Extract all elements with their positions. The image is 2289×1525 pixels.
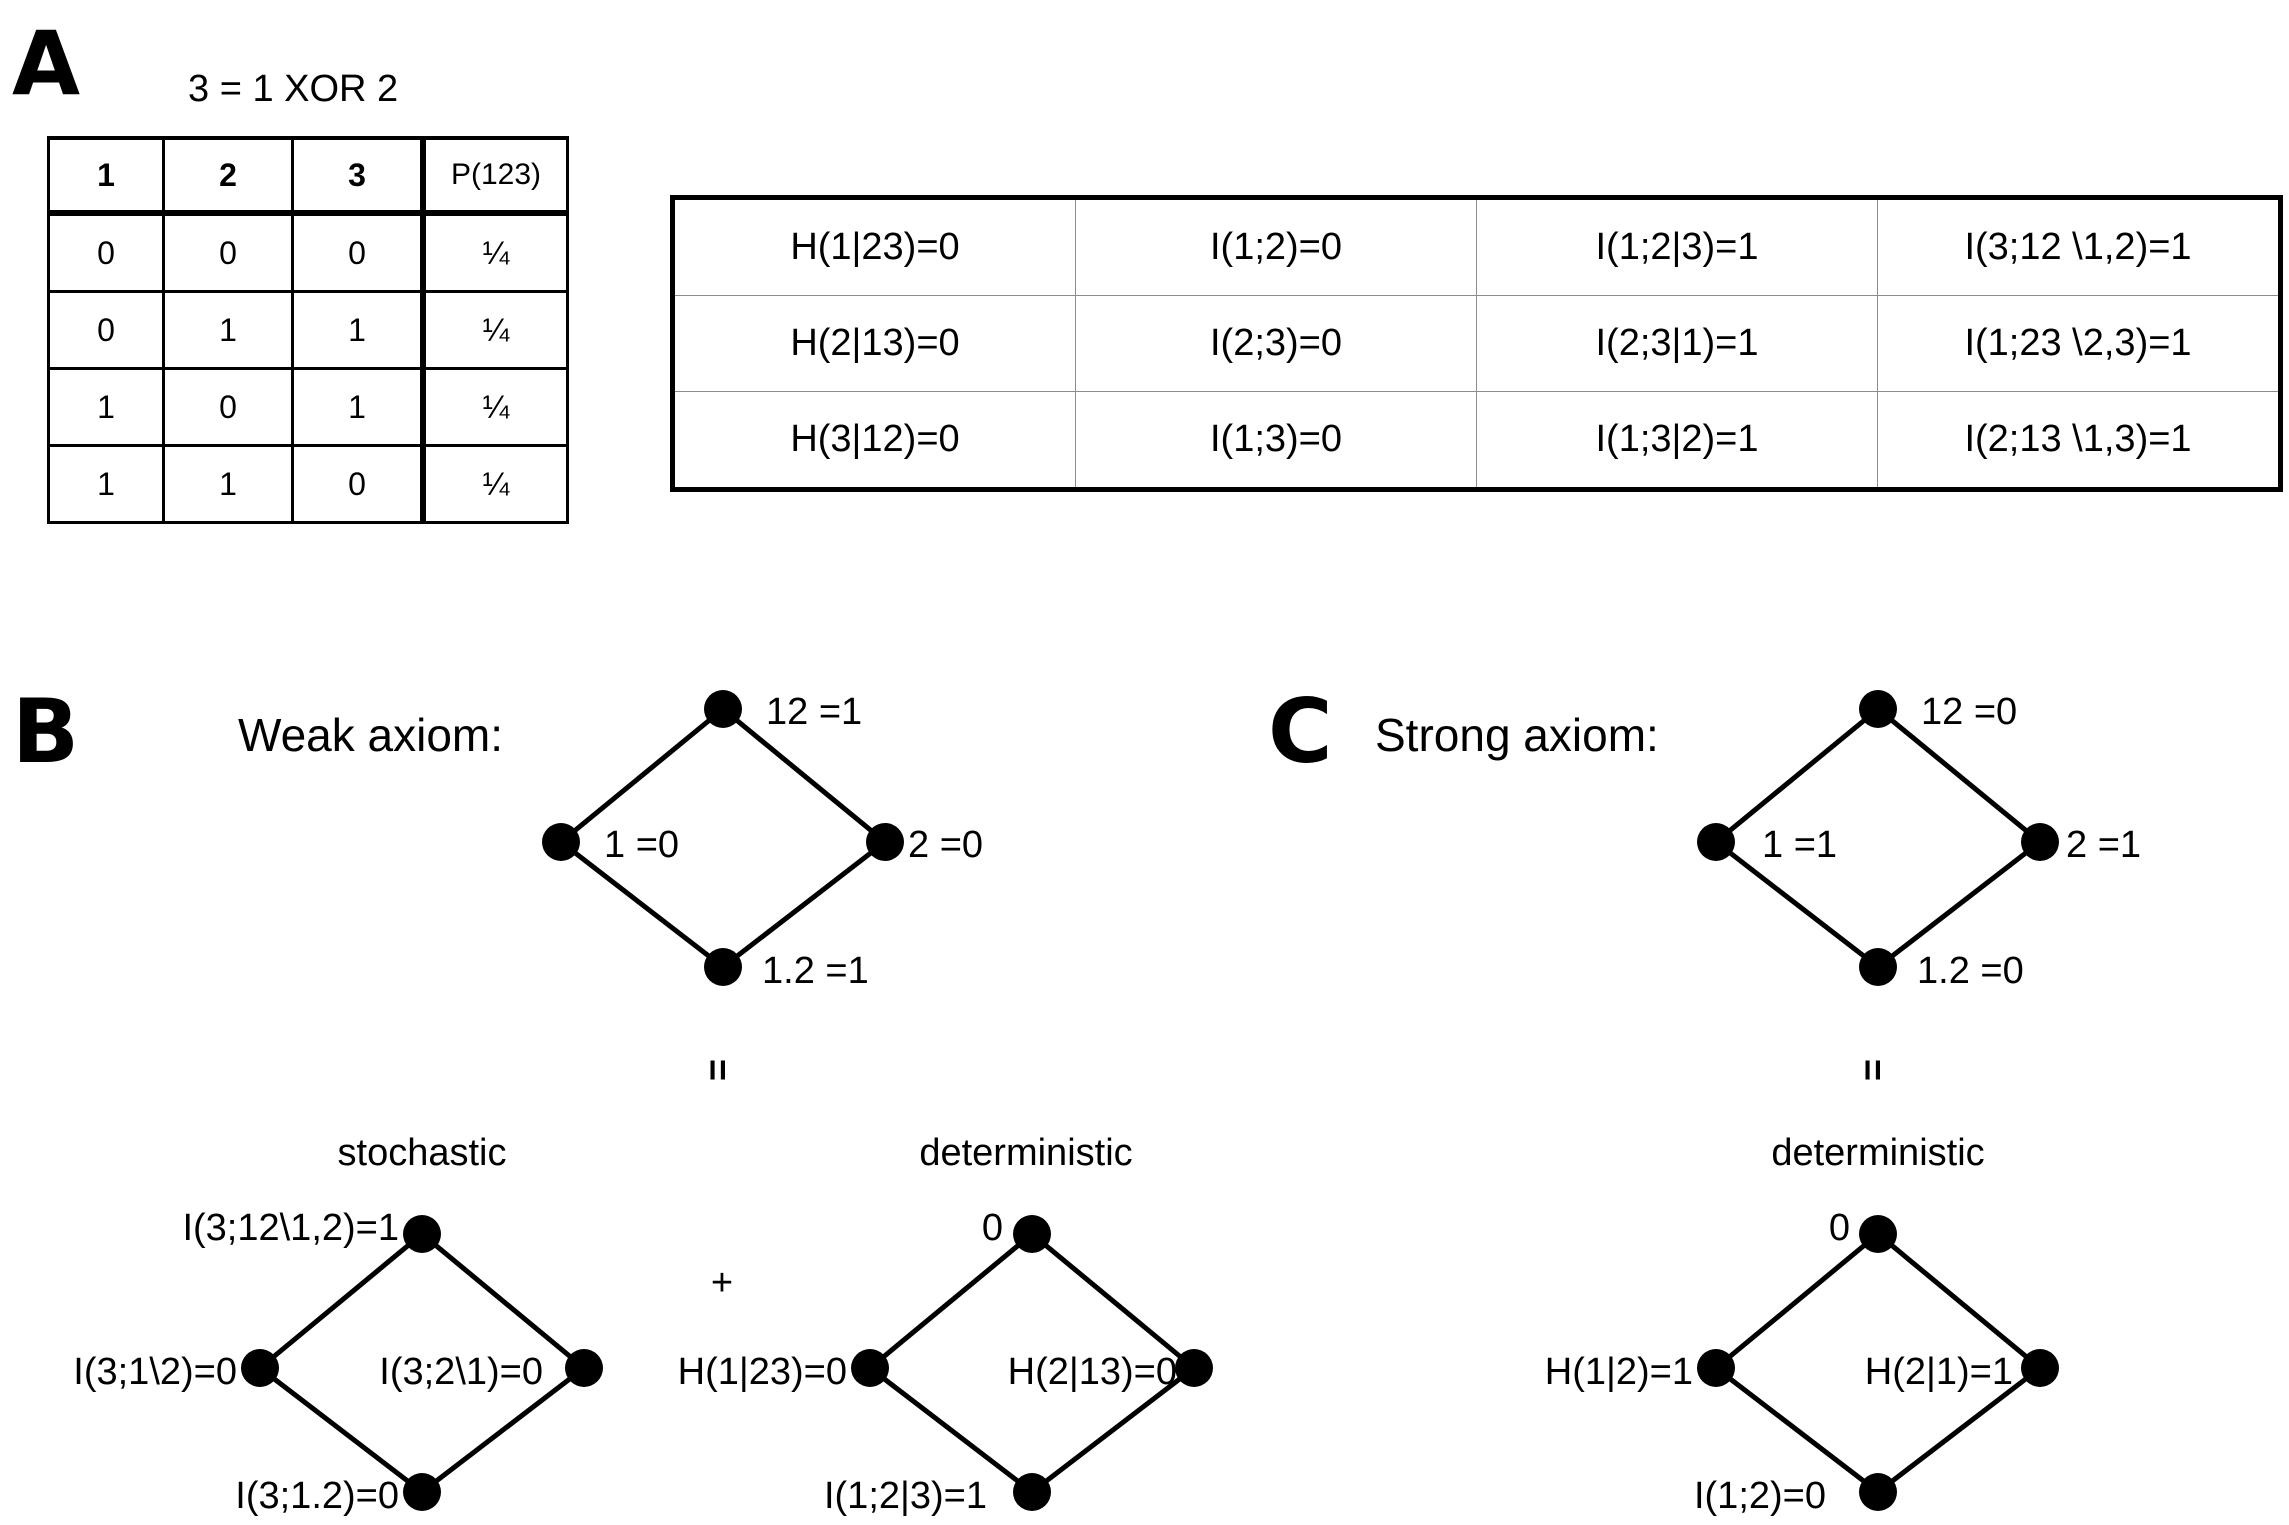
truth-probability-cell: ¼ [420, 290, 569, 370]
truth-cell: 0 [162, 367, 294, 447]
stochastic-top-label: I(3;12\1,2)=1 [182, 1207, 399, 1249]
info-cell: I(1;2|3)=1 [1476, 197, 1878, 296]
truth-header-1: 1 [47, 136, 165, 216]
truth-cell: 1 [162, 444, 294, 524]
truth-table-row: 0 0 0 ¼ [47, 211, 569, 293]
panel-b-letter: B [12, 680, 80, 783]
lattice-node [403, 1473, 441, 1511]
lattice-node [1859, 948, 1897, 986]
truth-cell: 0 [291, 211, 425, 293]
truth-cell: 0 [47, 211, 165, 293]
panel-c-letter: C [1268, 680, 1333, 783]
weak-right-label: 2 =0 [908, 824, 983, 866]
information-table: H(1|23)=0 I(1;2)=0 I(1;2|3)=1 I(3;12 \1,… [670, 195, 2283, 492]
weak-left-label: 1 =0 [604, 824, 679, 866]
info-cell: I(2;13 \1,3)=1 [1877, 391, 2281, 490]
deterministic-b-top-label: 0 [982, 1207, 1003, 1249]
weak-axiom-title: Weak axiom: [238, 709, 504, 761]
truth-cell: 1 [47, 367, 165, 447]
truth-table-row: 0 1 1 ¼ [47, 290, 569, 370]
info-cell: I(2;3|1)=1 [1476, 295, 1878, 392]
deterministic-b-left-label: H(1|23)=0 [678, 1351, 847, 1393]
deterministic-c-right-label: H(2|1)=1 [1865, 1351, 2013, 1393]
truth-cell: 0 [47, 290, 165, 370]
lattice-node [1013, 1215, 1051, 1253]
stochastic-bottom-label: I(3;1.2)=0 [235, 1475, 399, 1517]
lattice-node [1697, 823, 1735, 861]
lattice-node [1859, 690, 1897, 728]
lattice-node [403, 1215, 441, 1253]
stochastic-label: stochastic [338, 1132, 507, 1174]
deterministic-c-left-label: H(1|2)=1 [1545, 1351, 1693, 1393]
lattice-node [866, 823, 904, 861]
info-cell: I(1;23 \2,3)=1 [1877, 295, 2281, 392]
stochastic-right-label: I(3;2\1)=0 [379, 1351, 543, 1393]
truth-table: 1 2 3 P(123) 0 0 0 ¼ 0 1 1 ¼ 1 0 1 ¼ 1 1… [47, 136, 569, 524]
lattice-node [2021, 1349, 2059, 1387]
info-cell: H(3|12)=0 [672, 391, 1076, 490]
deterministic-c-bottom-label: I(1;2)=0 [1694, 1475, 1826, 1517]
truth-cell: 1 [291, 367, 425, 447]
strong-axiom-title: Strong axiom: [1375, 709, 1659, 761]
info-cell: I(1;3|2)=1 [1476, 391, 1878, 490]
info-table-row: H(3|12)=0 I(1;3)=0 I(1;3|2)=1 I(2;13 \1,… [672, 391, 2281, 490]
truth-header-2: 2 [162, 136, 294, 216]
deterministic-b-bottom-label: I(1;2|3)=1 [824, 1475, 987, 1517]
weak-equals-sign: = [696, 1059, 738, 1081]
info-cell: I(3;12 \1,2)=1 [1877, 197, 2281, 296]
truth-probability-cell: ¼ [420, 211, 569, 293]
panel-a-letter: A [12, 12, 81, 115]
xor-relation-label: 3 = 1 XOR 2 [188, 68, 399, 110]
plus-sign: + [711, 1262, 733, 1304]
lattice-node [565, 1349, 603, 1387]
truth-header-probability: P(123) [420, 136, 569, 216]
truth-cell: 1 [291, 290, 425, 370]
lattice-node [704, 690, 742, 728]
truth-cell: 1 [47, 444, 165, 524]
truth-table-row: 1 0 1 ¼ [47, 367, 569, 447]
deterministic-c-label: deterministic [1771, 1132, 1984, 1174]
truth-cell: 0 [162, 211, 294, 293]
info-cell: H(2|13)=0 [672, 295, 1076, 392]
deterministic-c-top-label: 0 [1829, 1207, 1850, 1249]
lattice-node [1697, 1349, 1735, 1387]
lattice-node [542, 823, 580, 861]
lattice-node [2021, 823, 2059, 861]
strong-right-label: 2 =1 [2066, 824, 2141, 866]
truth-table-header-row: 1 2 3 P(123) [47, 136, 569, 216]
info-cell: I(1;2)=0 [1075, 197, 1477, 296]
lattice-node [1859, 1215, 1897, 1253]
weak-bottom-label: 1.2 =1 [762, 950, 869, 992]
lattice-node [1175, 1349, 1213, 1387]
truth-header-3: 3 [291, 136, 425, 216]
lattice-node [851, 1349, 889, 1387]
deterministic-b-label: deterministic [919, 1132, 1132, 1174]
lattice-node [1859, 1473, 1897, 1511]
truth-cell: 0 [291, 444, 425, 524]
strong-left-label: 1 =1 [1762, 824, 1837, 866]
truth-probability-cell: ¼ [420, 444, 569, 524]
deterministic-b-right-label: H(2|13)=0 [1008, 1351, 1177, 1393]
strong-equals-sign: = [1851, 1059, 1893, 1081]
lattice-node [704, 948, 742, 986]
weak-top-label: 12 =1 [766, 691, 862, 733]
truth-cell: 1 [162, 290, 294, 370]
truth-table-row: 1 1 0 ¼ [47, 444, 569, 524]
lattice-node [1013, 1473, 1051, 1511]
strong-top-label: 12 =0 [1921, 691, 2017, 733]
strong-bottom-label: 1.2 =0 [1917, 950, 2024, 992]
info-cell: I(1;3)=0 [1075, 391, 1477, 490]
truth-probability-cell: ¼ [420, 367, 569, 447]
lattice-node [241, 1349, 279, 1387]
stochastic-left-label: I(3;1\2)=0 [73, 1351, 237, 1393]
